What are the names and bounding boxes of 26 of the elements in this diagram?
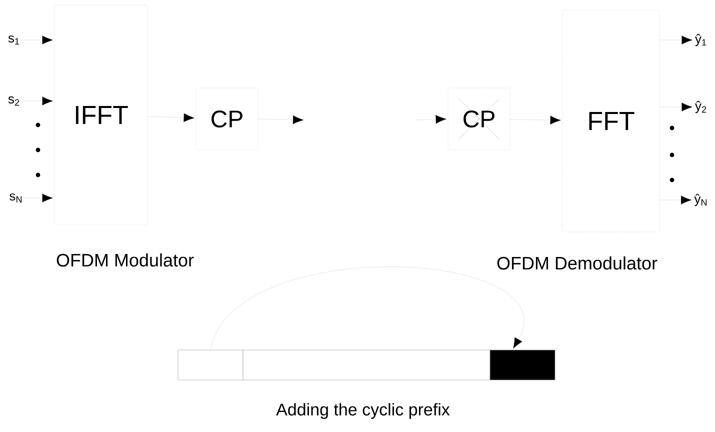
- arrow: [21, 96, 53, 106]
- signal-label: s$_{1}$: [8, 35, 20, 45]
- arrow: [24, 194, 53, 202]
- process-box: IFFT: [54, 4, 148, 226]
- arrow: [258, 115, 304, 124]
- crossed-box: CP: [448, 88, 510, 150]
- caption-text: OFDM Modulator: [56, 253, 194, 267]
- arrow: [210, 266, 524, 350]
- process-box: FFT: [562, 10, 660, 232]
- arrow: [660, 102, 692, 112]
- bar-segment: [178, 350, 244, 380]
- caption-text: Adding the cyclic prefix: [276, 403, 450, 419]
- signal-label: s$_{2}$: [8, 96, 20, 106]
- signal-label: ŷ$_{2}$: [695, 100, 706, 114]
- signal-label: s$_{N}$: [10, 193, 22, 203]
- arrow: [414, 115, 446, 124]
- arrow: [148, 113, 194, 122]
- signal-label: ŷ$_{N}$: [694, 194, 707, 206]
- arrow: [21, 36, 53, 44]
- arrow: [660, 196, 692, 204]
- signal-label: ŷ$_{1}$: [695, 34, 706, 46]
- arrow: [510, 116, 561, 124]
- caption-text: OFDM Demodulator: [497, 256, 658, 270]
- arrow: [660, 36, 692, 44]
- process-box: CP: [196, 88, 258, 150]
- bar-segment: [490, 350, 556, 380]
